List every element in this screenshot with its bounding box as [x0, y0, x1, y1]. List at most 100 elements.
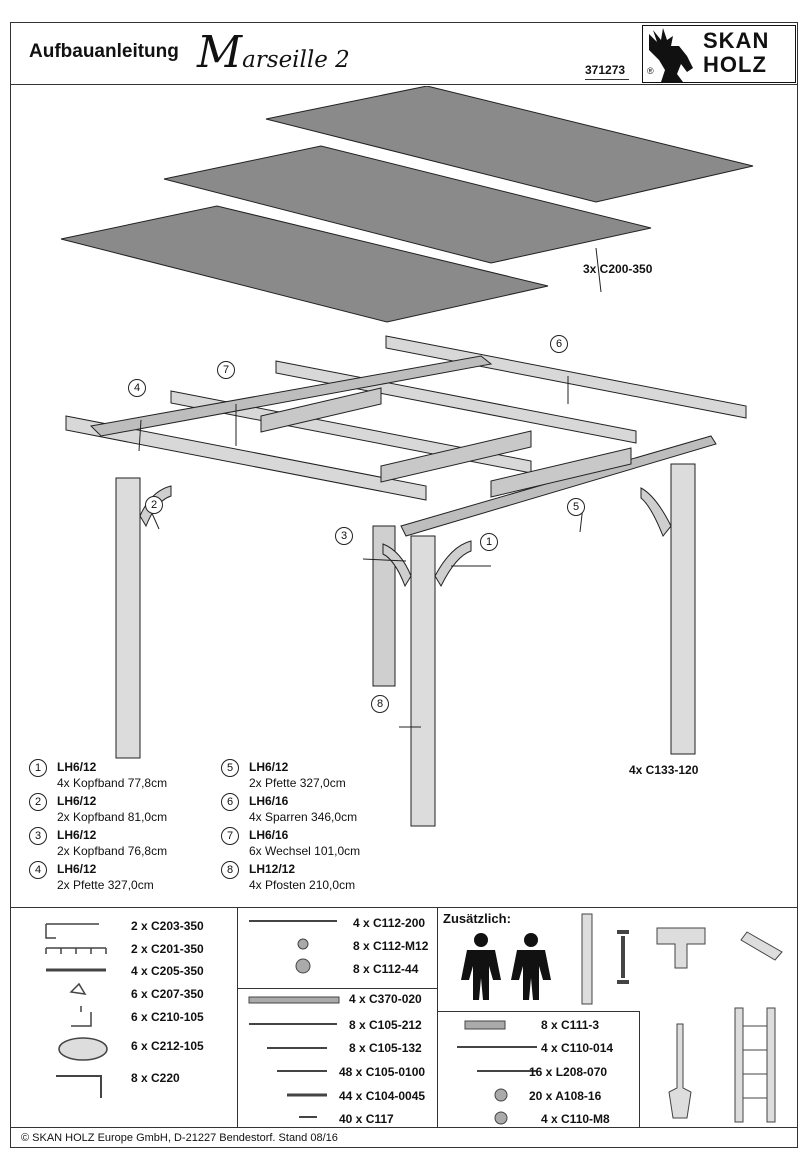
callout-6: 6 [550, 335, 568, 353]
drill-icon [656, 927, 706, 969]
legend-type: LH6/12 [57, 794, 97, 808]
registered-mark: ® [647, 66, 654, 76]
column-divider [639, 1011, 640, 1128]
legend-type: LH6/16 [249, 828, 289, 842]
spirit-level-icon [581, 913, 593, 1005]
legend-item-5: 5 LH6/12 2x Pfette 327,0cm [221, 759, 401, 793]
profile-c207-icon [69, 982, 87, 995]
person-icon [461, 933, 501, 1000]
legend-desc: 2x Pfette 327,0cm [249, 776, 346, 790]
logo-line-2: HOLZ [703, 52, 767, 77]
additional-title: Zusätzlich: [443, 911, 511, 926]
legend-num: 5 [221, 759, 239, 777]
page-title: Aufbauanleitung [29, 41, 179, 62]
part-c111-3: 8 x C111-3 [541, 1018, 600, 1032]
legend-type: LH12/12 [249, 862, 296, 876]
callout-2: 2 [145, 496, 163, 514]
purlin-4 [89, 355, 493, 437]
hammer-icon [740, 931, 783, 961]
moose-icon [649, 28, 693, 82]
pergola-drawing [60, 86, 754, 827]
hardware-icons [248, 920, 340, 1118]
part-l208-070: 16 x L208-070 [529, 1065, 608, 1079]
legend-type: LH6/16 [249, 794, 289, 808]
person-icon [511, 933, 551, 1000]
model-initial: M [197, 27, 243, 78]
legend-desc: 2x Kopfband 76,8cm [57, 844, 168, 858]
legend-type: LH6/12 [57, 760, 97, 774]
part-c117: 40 x C117 [339, 1112, 394, 1126]
legend-item-2: 2 LH6/12 2x Kopfband 81,0cm [29, 793, 209, 827]
anchor-bolt-icon [464, 1020, 506, 1030]
additional-tools [457, 913, 783, 1125]
part-c104-0045: 44 x C104-0045 [339, 1089, 426, 1103]
legend-num: 2 [29, 793, 47, 811]
post-front-left [115, 477, 141, 759]
profile-c203-icon [45, 923, 99, 939]
row-divider [437, 1011, 639, 1012]
logo-line-1: SKAN [703, 28, 770, 53]
legend-num: 4 [29, 861, 47, 879]
legend-item-7: 7 LH6/16 6x Wechsel 101,0cm [221, 827, 401, 861]
nut-icon [494, 1111, 508, 1125]
shovel-icon [668, 1023, 692, 1119]
part-c112-200: 4 x C112-200 [353, 916, 426, 930]
legend-num: 3 [29, 827, 47, 845]
part-c207: 6 x C207-350 [131, 987, 204, 1001]
profile-c210-icon [71, 1006, 92, 1027]
part-c110-m8: 4 x C110-M8 [541, 1112, 610, 1126]
wrench-icon [617, 930, 629, 984]
legend-item-6: 6 LH6/16 4x Sparren 346,0cm [221, 793, 401, 827]
callout-7: 7 [217, 361, 235, 379]
part-c205: 4 x C205-350 [131, 964, 204, 978]
article-underline [585, 79, 629, 80]
part-c370-020: 4 x C370-020 [349, 992, 422, 1006]
callout-4: 4 [128, 379, 146, 397]
parts-list: 2 x C203-350 2 x C201-350 4 x C205-350 6… [11, 907, 797, 1128]
bar-icon [248, 996, 340, 1004]
column-divider [237, 908, 238, 1128]
ladder-icon [734, 1007, 776, 1123]
part-c105-132: 8 x C105-132 [349, 1041, 422, 1055]
legend-num: 7 [221, 827, 239, 845]
part-c112-44: 8 x C112-44 [353, 962, 419, 976]
washer-icon [494, 1088, 508, 1102]
washer-icon [295, 958, 311, 974]
part-c212: 6 x C212-105 [131, 1039, 204, 1053]
part-c220: 8 x C220 [131, 1071, 180, 1085]
profile-c201-icon [45, 947, 107, 954]
roof-panel-2 [163, 145, 652, 264]
legend-type: LH6/12 [249, 760, 289, 774]
roof-panel-label: 3x C200-350 [583, 262, 653, 276]
legend-num: 6 [221, 793, 239, 811]
model-name-rest: arseille 2 [242, 47, 350, 73]
angle-bracket-icon [56, 1075, 102, 1098]
part-c201: 2 x C201-350 [131, 942, 204, 956]
callout-1: 1 [480, 533, 498, 551]
legend-type: LH6/12 [57, 828, 97, 842]
callout-5: 5 [567, 498, 585, 516]
column-divider [437, 908, 438, 1128]
tape-roll-icon [58, 1037, 108, 1061]
post-anchor-label: 4x C133-120 [629, 763, 699, 777]
part-c210: 6 x C210-105 [131, 1010, 204, 1024]
legend-num: 1 [29, 759, 47, 777]
legend-desc: 4x Kopfband 77,8cm [57, 776, 168, 790]
nut-icon [297, 938, 309, 950]
legend-num: 8 [221, 861, 239, 879]
legend-desc: 2x Kopfband 81,0cm [57, 810, 168, 824]
footer-copyright: © SKAN HOLZ Europe GmbH, D-21227 Bendest… [11, 1127, 797, 1148]
part-c112-m12: 8 x C112-M12 [353, 939, 429, 953]
legend-desc: 4x Sparren 346,0cm [249, 810, 358, 824]
article-number: 371273 [585, 63, 626, 77]
row-divider [237, 988, 437, 989]
roof-panel-1 [265, 86, 754, 203]
legend-item-1: 1 LH6/12 4x Kopfband 77,8cm [29, 759, 209, 793]
profile-icons [45, 923, 108, 1098]
legend-desc: 6x Wechsel 101,0cm [249, 844, 361, 858]
